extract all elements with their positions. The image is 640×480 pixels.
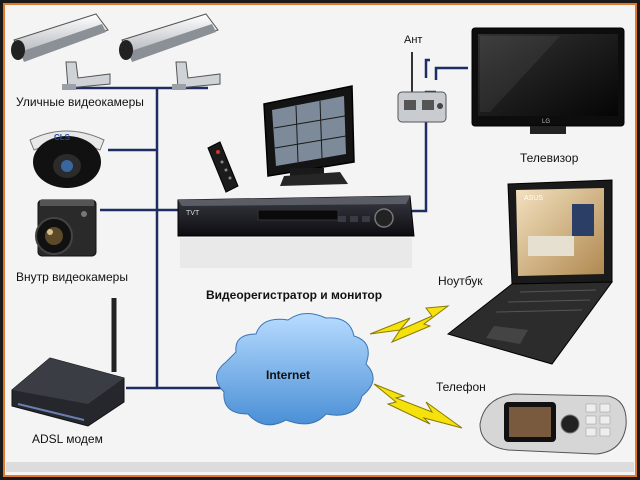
adsl-modem — [11, 298, 125, 427]
label-internet: Internet — [266, 368, 311, 382]
laptop-logo: ASUS — [524, 195, 543, 202]
wireless-bolt-laptop — [369, 305, 450, 344]
tv-logo: LG — [542, 119, 550, 125]
label-adsl-modem: ADSL модем — [32, 432, 103, 446]
internet-cloud — [216, 313, 374, 426]
dvr-monitor — [263, 85, 355, 186]
label-antenna: Ант — [404, 34, 423, 46]
dvr-logo: TVT — [186, 210, 200, 217]
indoor-box-camera — [35, 199, 97, 257]
label-phone: Телефон — [436, 380, 486, 394]
label-dvr-monitor: Видеорегистратор и монитор — [206, 288, 383, 302]
dome-camera: CLS — [29, 130, 105, 188]
label-indoor-cameras: Внутр видеокамеры — [16, 270, 128, 284]
line-splitter-tv — [434, 66, 468, 80]
label-street-cameras: Уличные видеокамеры — [16, 95, 144, 109]
dome-logo: CLS — [54, 133, 71, 142]
bottom-band — [6, 462, 634, 472]
street-camera-1 — [11, 13, 111, 90]
remote-control — [207, 141, 239, 193]
wireless-bolt-phone — [373, 383, 463, 429]
mobile-phone — [479, 393, 627, 455]
antenna-splitter — [397, 52, 447, 123]
street-camera-2 — [119, 13, 221, 90]
label-tv: Телевизор — [520, 151, 579, 165]
tv-set: LG — [471, 27, 625, 134]
laptop: ASUS — [446, 179, 614, 365]
dvr-recorder: TVT — [177, 195, 415, 268]
label-laptop: Ноутбук — [438, 274, 483, 288]
